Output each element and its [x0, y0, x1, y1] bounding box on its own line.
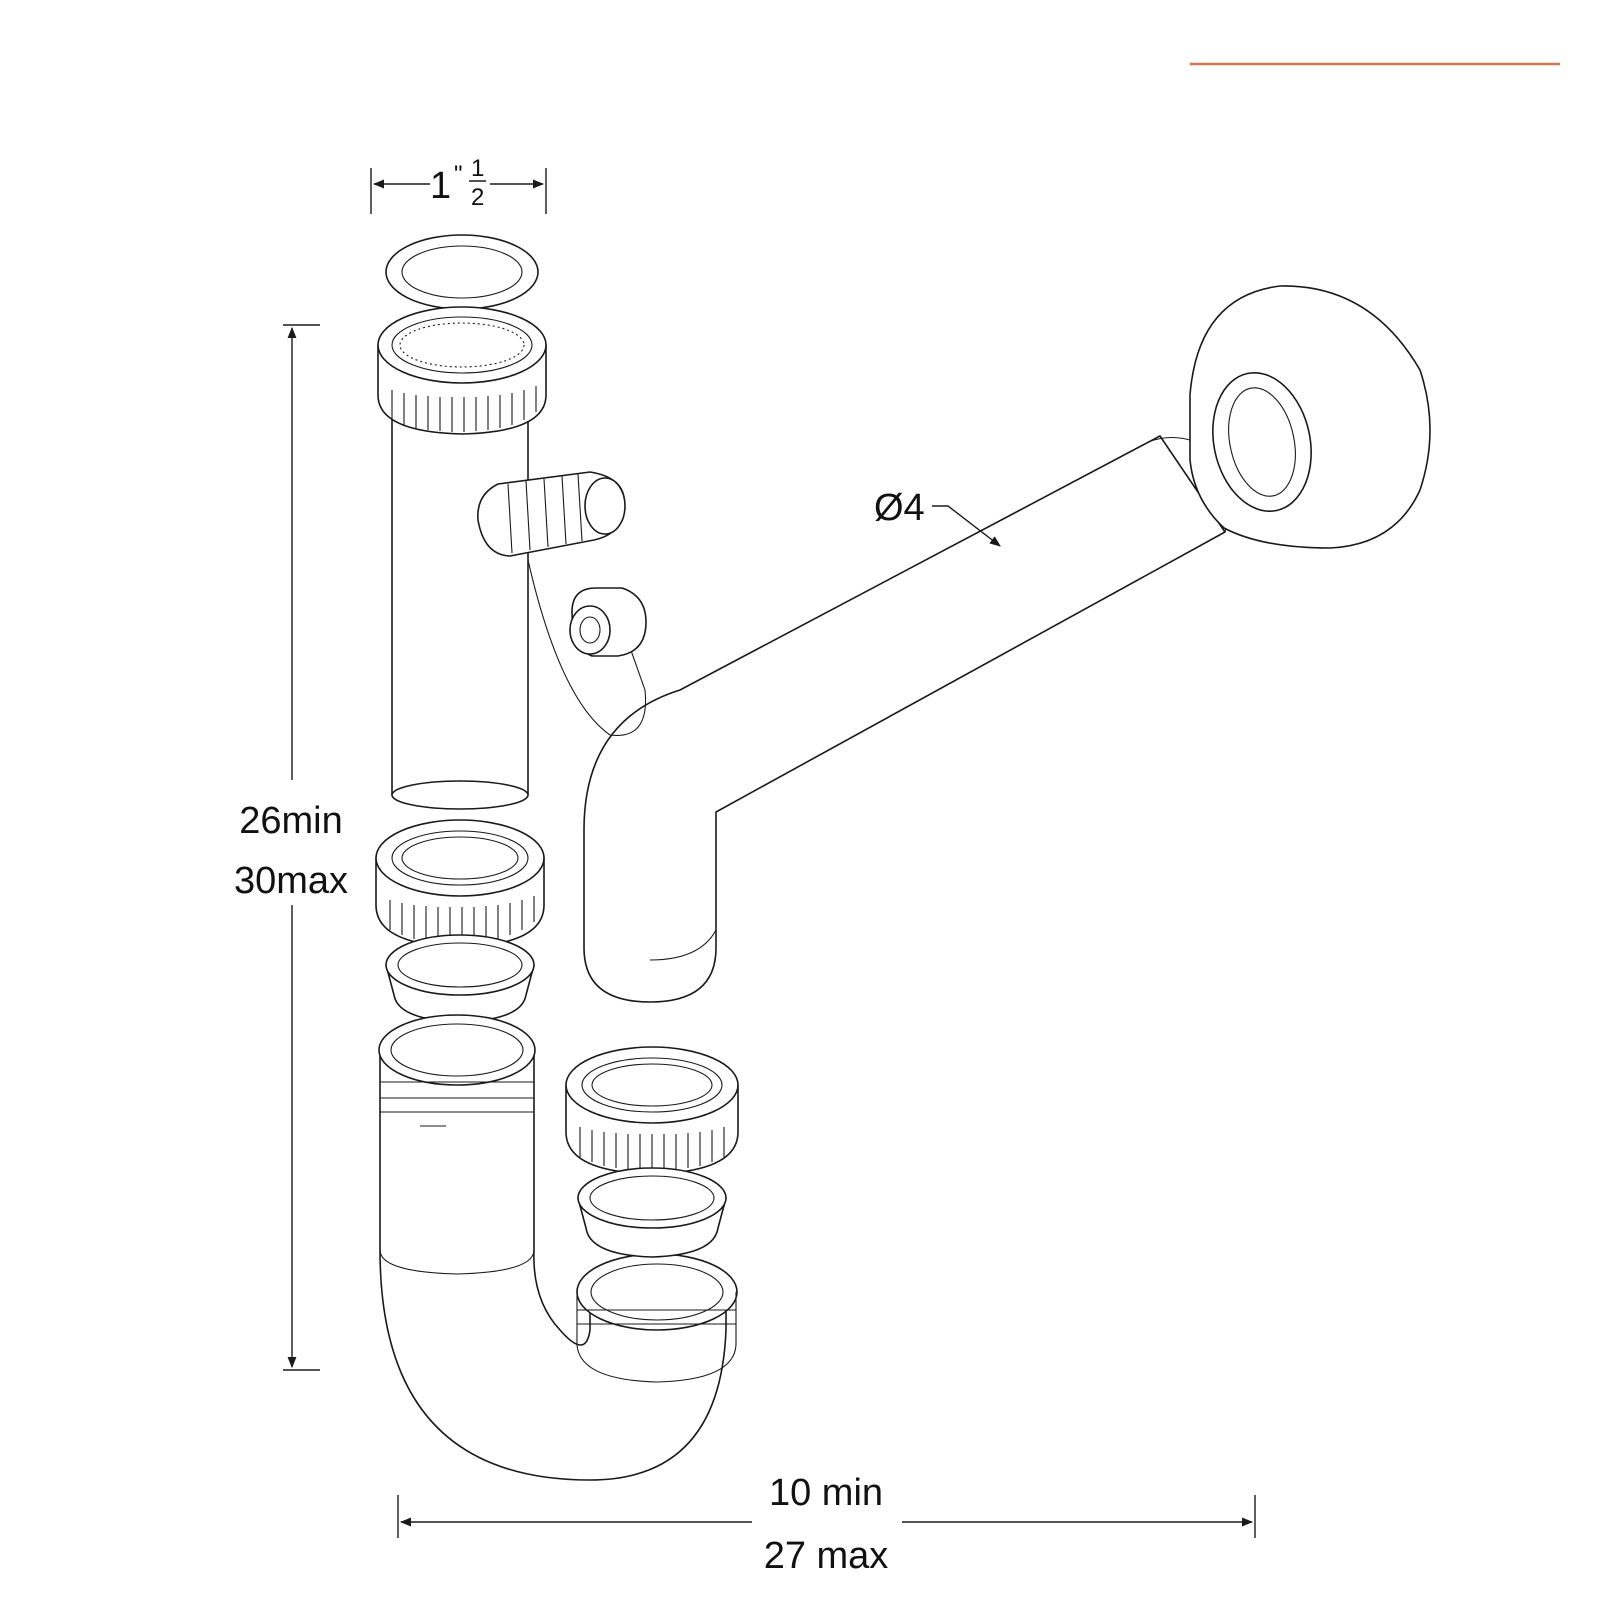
inlet-width-whole: 1 [430, 165, 451, 207]
top-washer [385, 234, 539, 310]
middle-nut [375, 819, 545, 948]
height-dimension: 26min 30max [234, 324, 348, 1371]
wall-rosette [1189, 285, 1431, 549]
inlet-width-dimension: 1 " 1 2 [370, 155, 547, 214]
inlet-width-denominator: 2 [471, 184, 484, 211]
lower-washer [577, 1167, 727, 1258]
inlet-width-inch-mark: " [454, 161, 463, 188]
j-bend [378, 1014, 738, 1481]
outlet-diameter-label: Ø4 [874, 487, 925, 529]
inlet-width-numerator: 1 [471, 155, 484, 182]
width-dimension: 10 min 27 max [397, 1472, 1256, 1577]
width-min-label: 10 min [769, 1472, 883, 1514]
outlet-diameter-callout: Ø4 [874, 487, 1001, 547]
width-max-label: 27 max [764, 1535, 889, 1577]
middle-washer [385, 934, 535, 1023]
top-nut [377, 306, 547, 435]
height-min-label: 26min [239, 800, 343, 842]
lower-nut [565, 1046, 739, 1175]
hose-barb [477, 471, 626, 557]
inlet-tube [391, 394, 529, 810]
blanking-cap [527, 559, 647, 736]
height-max-label: 30max [234, 860, 348, 902]
